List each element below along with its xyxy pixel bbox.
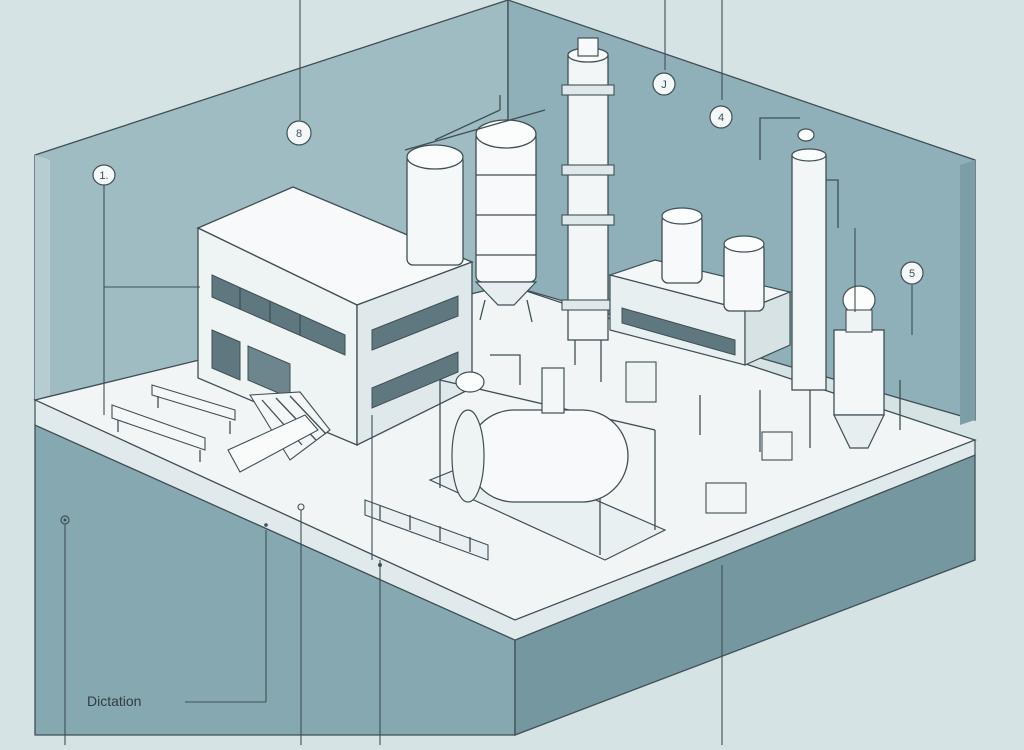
- callout-4: 4: [709, 105, 733, 129]
- callout-3-label: J: [661, 79, 667, 91]
- anchor-dots: [60, 503, 382, 567]
- distillation-tower: [561, 37, 615, 382]
- callout-1-label: 1.: [99, 170, 108, 182]
- callout-5: 5: [900, 261, 924, 285]
- platform-base: [34, 423, 976, 736]
- boiler-vessel: [428, 354, 667, 561]
- callout-3: J: [652, 72, 676, 96]
- storage-silos: [404, 95, 546, 323]
- crates: [705, 482, 747, 514]
- callout-1: 1.: [92, 164, 116, 186]
- callout-2: 8: [286, 120, 312, 146]
- pallet-rail: [364, 499, 489, 561]
- caption-label: Dictation: [87, 693, 141, 709]
- callout-2-label: 8: [296, 128, 302, 140]
- benches: [111, 384, 236, 462]
- office-building: [196, 186, 474, 473]
- process-unit: [607, 117, 901, 461]
- leader-lines: [64, 0, 913, 745]
- callout-5-label: 5: [909, 268, 915, 280]
- callout-4-label: 4: [718, 112, 724, 124]
